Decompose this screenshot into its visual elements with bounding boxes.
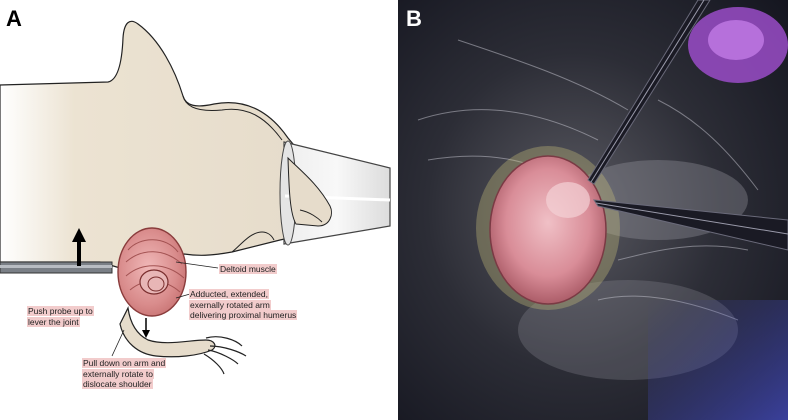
mouse-arm [119,306,216,358]
surgical-photo [398,0,788,420]
mouse-schematic [0,20,391,375]
down-arrow-icon [142,330,150,338]
label-deltoid-muscle: Deltoid muscle [219,264,277,275]
push-line1: Push probe up to [27,306,94,316]
arm-line1: Adducted, extended, [189,289,269,299]
panel-b-photo: B [398,0,788,420]
arm-line3: delivering proximal humerus [189,310,298,320]
label-pull-arm: Pull down on arm and externally rotate t… [82,358,192,390]
pull-line1: Pull down on arm and [82,358,167,368]
mouse-paw [203,336,247,375]
pull-line2: externally rotate to [82,368,154,379]
arm-line2: exernally rotated arm [189,299,271,310]
panel-label-a: A [6,6,22,31]
push-line2: lever the joint [27,316,80,327]
deltoid-text: Deltoid muscle [219,264,277,274]
label-arm-position: Adducted, extended, exernally rotated ar… [189,289,309,321]
panel-label-b: B [406,6,422,31]
label-push-probe: Push probe up to lever the joint [27,306,107,327]
pull-line3: dislocate shoulder [82,379,153,389]
panel-a-illustration: A Deltoid muscle Push probe up to lever … [0,6,391,390]
mouse-body [0,20,299,271]
forceps-lower [592,199,788,251]
up-arrow-icon [72,228,86,242]
